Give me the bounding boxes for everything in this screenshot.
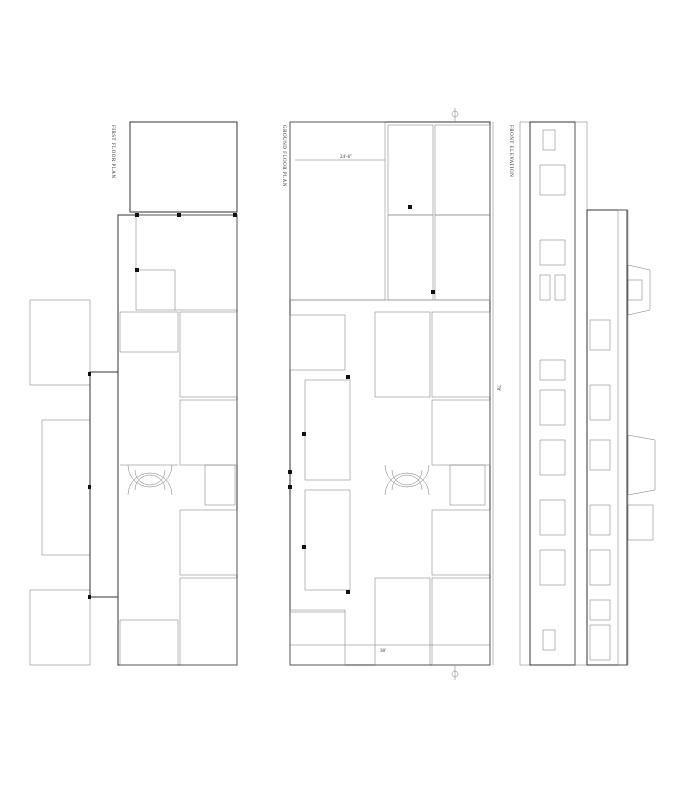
front-elevation: FRONT ELEVATION: [508, 121, 656, 666]
floor-band: [574, 121, 588, 666]
terrace-left-middle: [41, 419, 91, 556]
ground-floor-title: GROUND FLOOR PLAN: [281, 125, 286, 187]
canopies: [627, 264, 656, 496]
dim-top: 24'-6": [340, 155, 352, 160]
columns: [88, 213, 237, 599]
ground-storey: [529, 121, 576, 666]
base-plinth: [519, 121, 531, 666]
rooms: [289, 121, 491, 666]
canopy-window: [627, 279, 643, 301]
first-floor-plan: FIRST FLOOR PLAN: [29, 121, 238, 666]
terrace-left-top: [29, 299, 91, 386]
terrace-left-bottom: [29, 589, 91, 666]
corridor: [89, 371, 119, 598]
windows: [539, 129, 611, 661]
columns: [288, 205, 435, 594]
elevation-title: FRONT ELEVATION: [508, 125, 513, 177]
dim-bottom: 38': [380, 649, 386, 654]
building-outline: [289, 121, 491, 666]
terrace-top: [129, 121, 238, 213]
ground-floor-plan: GROUND FLOOR PLAN: [281, 108, 500, 680]
rooms: [119, 214, 238, 666]
dim-side: 78': [495, 385, 500, 391]
canopy-window: [627, 504, 654, 541]
first-floor-title: FIRST FLOOR PLAN: [110, 125, 115, 178]
first-storey: [586, 209, 628, 666]
dimensions: 24'-6" 38' 78': [290, 108, 500, 680]
